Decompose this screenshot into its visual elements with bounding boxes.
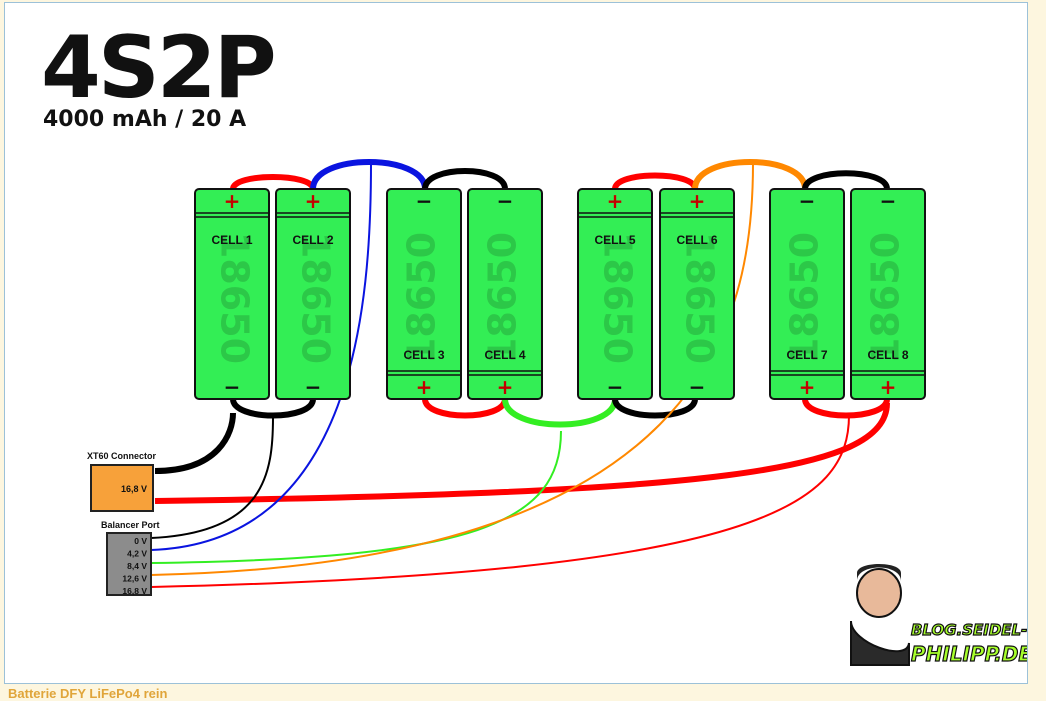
- wire-blue-cell2-cell3: [310, 159, 428, 190]
- cell-type-watermark: 18650: [783, 232, 827, 364]
- cell-body: [386, 188, 462, 400]
- cell-label: CELL 3: [403, 348, 444, 362]
- wire-green-cell4-cell5: [502, 398, 618, 428]
- blog-logo: BLOG.SEIDEL- PHILIPP.DE: [850, 564, 1028, 667]
- cell-label: CELL 6: [676, 233, 717, 247]
- mascot-cap: [857, 564, 901, 581]
- diagram-subtitle: 4000 mAh / 20 A: [43, 107, 247, 132]
- wire-red-cell5-cell6: [612, 172, 698, 191]
- mascot-body: [850, 620, 910, 666]
- wire-balance-16v8: [150, 414, 850, 588]
- logo-line2: PHILIPP.DE: [911, 642, 1028, 666]
- plus-terminal: +: [607, 189, 624, 213]
- minus-terminal: −: [607, 375, 624, 399]
- minus-terminal: −: [880, 189, 897, 213]
- minus-terminal: −: [799, 189, 816, 213]
- balancer-body: [106, 532, 152, 596]
- balancer-pin-3: 12,6 V: [122, 574, 147, 584]
- footer-text: Batterie DFY LiFePo4 rein: [8, 686, 168, 701]
- cell-label: CELL 4: [484, 348, 525, 362]
- plus-terminal: +: [224, 189, 241, 213]
- diagram-title: 4S2P: [41, 18, 277, 118]
- wire-balance-4v2: [150, 162, 372, 551]
- cell-body: [577, 188, 653, 400]
- cell-type-watermark: 18650: [213, 232, 257, 364]
- wire-black-cell5-cell6: [612, 398, 698, 419]
- cell-body: [850, 188, 926, 400]
- xt60-connector: XT60 Connector 16,8 V: [87, 451, 157, 512]
- minus-terminal: −: [497, 189, 514, 213]
- balancer-pin-4: 16,8 V: [122, 586, 147, 596]
- wire-orange-cell6-cell7: [692, 159, 808, 190]
- cell-type-watermark: 18650: [481, 232, 525, 364]
- balancer-pin-0: 0 V: [134, 536, 147, 546]
- balancer-pin-2: 8,4 V: [127, 561, 147, 571]
- cell-type-watermark: 18650: [400, 232, 444, 364]
- cell-type-watermark: 18650: [864, 232, 908, 364]
- cell-label: CELL 2: [292, 233, 333, 247]
- balancer-label: Balancer Port: [101, 520, 160, 530]
- cell-label: CELL 1: [211, 233, 252, 247]
- plus-terminal: +: [416, 375, 433, 399]
- minus-terminal: −: [416, 189, 433, 213]
- xt60-body: [90, 464, 154, 512]
- balancer-pin-1: 4,2 V: [127, 549, 147, 559]
- wire-xt60-negative: [154, 412, 236, 474]
- wire-black-cell3-cell4: [422, 168, 508, 190]
- cell-body: [467, 188, 543, 400]
- cell-label: CELL 7: [786, 348, 827, 362]
- wire-black-cell7-cell8: [802, 170, 890, 190]
- plus-terminal: +: [497, 375, 514, 399]
- wire-balance-8v4: [150, 430, 562, 564]
- wire-xt60-positive: [154, 402, 890, 504]
- wire-black-cell1-cell2: [230, 398, 316, 419]
- plus-terminal: +: [799, 375, 816, 399]
- wire-red-cell7-cell8: [802, 398, 890, 419]
- cell-body: [275, 188, 351, 400]
- diagram-frame: 4S2P 4000 mAh / 20 A: [4, 2, 1028, 684]
- wire-red-cell1-cell2: [230, 174, 316, 191]
- cell-label: CELL 8: [867, 348, 908, 362]
- plus-terminal: +: [689, 189, 706, 213]
- balancer-port: Balancer Port 0 V 4,2 V 8,4 V 12,6 V 16,8 V: [101, 520, 160, 596]
- minus-terminal: −: [305, 375, 322, 399]
- cell-body: [769, 188, 845, 400]
- wire-balance-0v: [150, 416, 274, 539]
- wires: [150, 159, 890, 588]
- balancer-pins: 0 V 4,2 V 8,4 V 12,6 V 16,8 V: [122, 536, 147, 596]
- cell-type-watermark: 18650: [294, 232, 338, 364]
- minus-terminal: −: [224, 375, 241, 399]
- cell-type-watermark: 18650: [596, 232, 640, 364]
- cell-type-watermark: 18650: [678, 232, 722, 364]
- plus-terminal: +: [880, 375, 897, 399]
- wire-red-cell3-cell4: [422, 398, 508, 419]
- wire-balance-12v6: [150, 162, 754, 576]
- xt60-voltage: 16,8 V: [121, 484, 147, 494]
- cell-body: [194, 188, 270, 400]
- cell-body: [659, 188, 735, 400]
- plus-terminal: +: [305, 189, 322, 213]
- logo-line1: BLOG.SEIDEL-: [911, 621, 1027, 639]
- minus-terminal: −: [689, 375, 706, 399]
- mascot-head: [856, 568, 902, 618]
- xt60-label: XT60 Connector: [87, 451, 157, 461]
- cell-label: CELL 5: [594, 233, 635, 247]
